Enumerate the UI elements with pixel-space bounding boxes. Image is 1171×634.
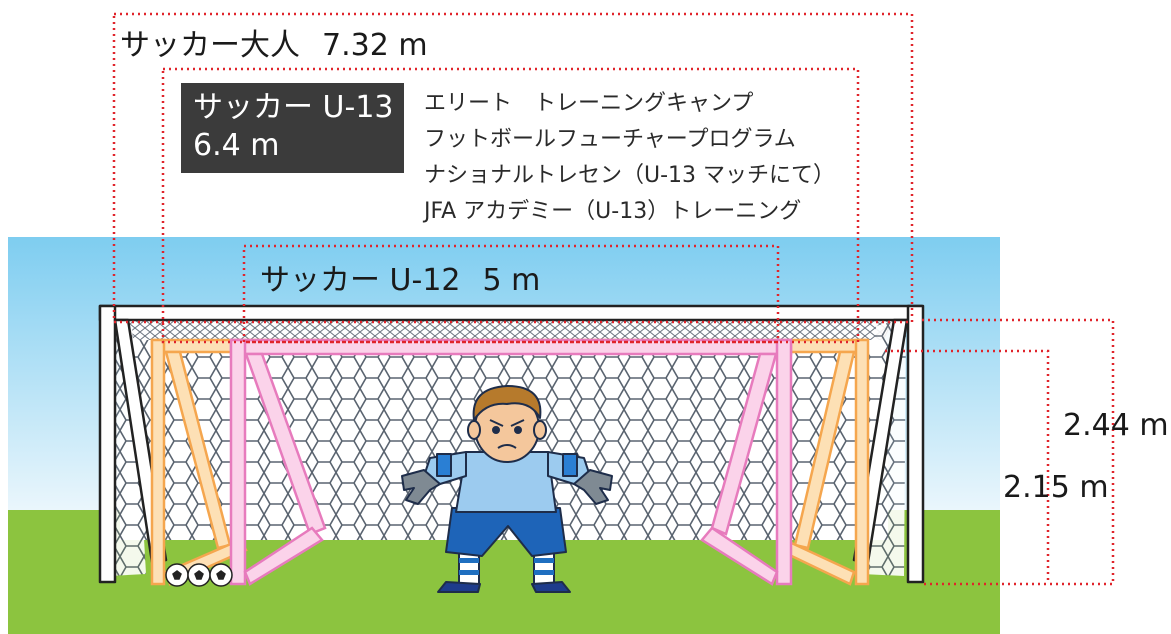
u12-goal-frame bbox=[229, 338, 793, 586]
dimension-lines bbox=[112, 12, 1115, 586]
u12-goal-height: 2.15 m bbox=[1003, 470, 1109, 505]
adult-width-guide bbox=[112, 12, 914, 324]
program-item: JFA アカデミー（U-13）トレーニング bbox=[424, 199, 802, 224]
u12-width-guide bbox=[242, 244, 780, 344]
u13-goal-width: 6.4 m bbox=[193, 128, 280, 163]
goalkeeper-icon bbox=[401, 385, 613, 593]
u12-goal-name: サッカー U-12 bbox=[260, 263, 461, 298]
adult-goal-width: 7.32 m bbox=[322, 28, 428, 63]
adult-goal-label: サッカー大人 7.32 m bbox=[120, 20, 428, 64]
u13-goal-label-box: サッカー U-13 6.4 m bbox=[181, 83, 404, 173]
u12-height-guide bbox=[885, 349, 1050, 584]
u13-program-list: エリート トレーニングキャンプ フットボールフューチャープログラム ナショナルト… bbox=[424, 86, 835, 230]
u13-width-guide bbox=[161, 67, 860, 344]
program-item: フットボールフューチャープログラム bbox=[424, 127, 796, 152]
program-item: エリート トレーニングキャンプ bbox=[424, 91, 754, 116]
adult-goal-name: サッカー大人 bbox=[120, 28, 300, 63]
soccer-balls-icon bbox=[165, 563, 233, 587]
u12-goal-label: サッカー U-12 5 m bbox=[260, 255, 540, 299]
adult-goal-height: 2.44 m bbox=[1063, 408, 1169, 443]
program-item: ナショナルトレセン（U-13 マッチにて） bbox=[424, 163, 836, 188]
u12-goal-width: 5 m bbox=[482, 263, 541, 298]
u13-goal-name: サッカー U-13 bbox=[193, 90, 394, 125]
